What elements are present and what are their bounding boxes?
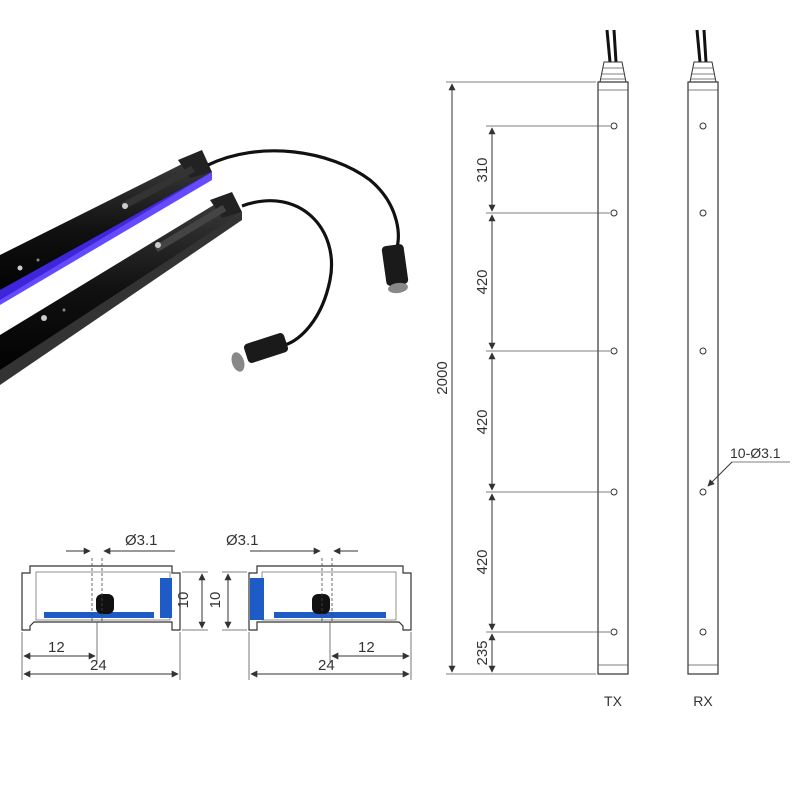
pitch-label-2: 420: [474, 269, 491, 294]
left-height-label: 10: [175, 592, 192, 609]
right-height-label: 10: [207, 592, 224, 609]
rx-label: RX: [693, 693, 713, 709]
product-photo: [0, 149, 409, 385]
tx-label: TX: [604, 693, 623, 709]
right-diameter-label: Ø3.1: [226, 532, 259, 549]
pitch-label-4: 420: [474, 549, 491, 574]
cable-connector-icon: [381, 244, 409, 294]
pitch-label-5: 235: [474, 640, 491, 665]
cross-section-left: Ø3.1 10 12 24: [21, 532, 208, 680]
rx-sensor-bar-photo: [0, 192, 242, 385]
cross-section-right: Ø3.1 10 12 24: [207, 532, 412, 680]
hole-note: 10-Ø3.1: [730, 445, 781, 461]
rx-bar-drawing: [687, 29, 719, 675]
tx-bar-drawing: [597, 29, 629, 675]
total-length-label: 2000: [434, 361, 451, 394]
right-width-label: 24: [318, 657, 335, 674]
extension-lines: [446, 81, 610, 675]
pitch-label-1: 310: [474, 157, 491, 182]
right-offset-label: 12: [358, 639, 375, 656]
left-diameter-label: Ø3.1: [125, 532, 158, 549]
cable-connector-icon: [231, 333, 289, 372]
left-width-label: 24: [90, 657, 107, 674]
tx-sensor-bar-photo: [0, 150, 212, 305]
pitch-label-3: 420: [474, 409, 491, 434]
left-offset-label: 12: [48, 639, 65, 656]
